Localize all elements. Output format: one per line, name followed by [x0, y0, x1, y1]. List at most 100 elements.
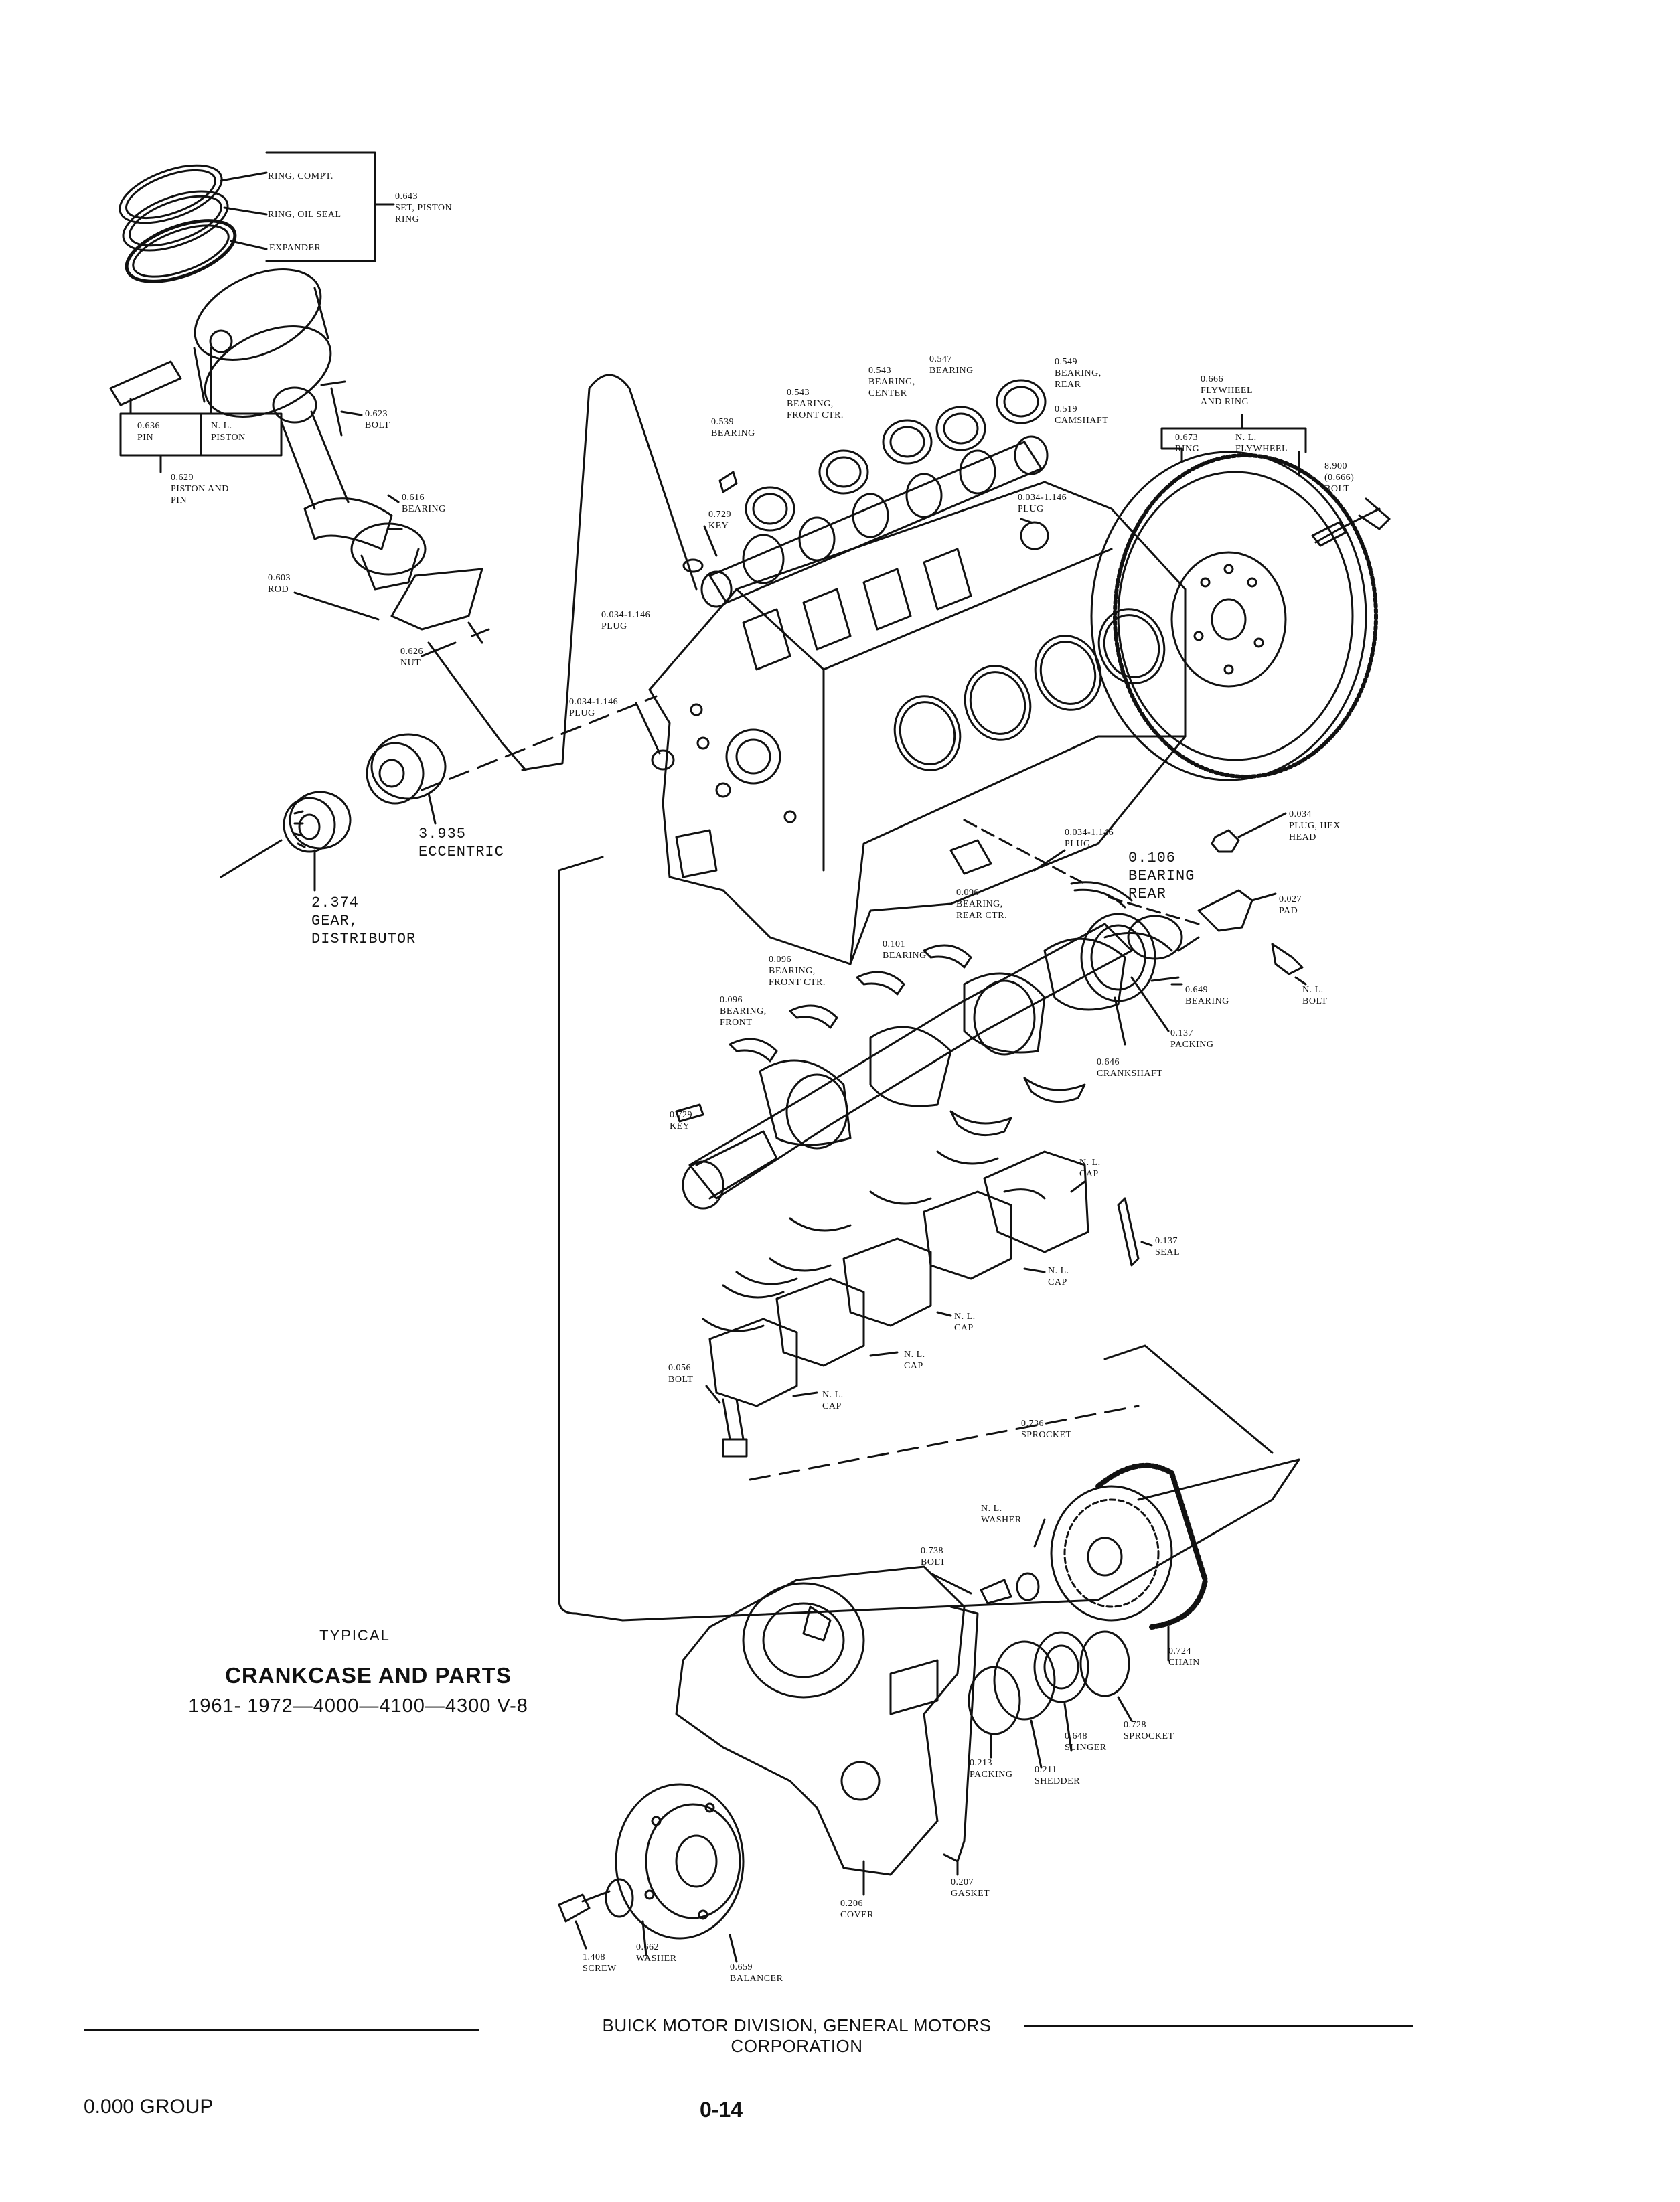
engine-block-drawing	[648, 481, 1187, 965]
crank-sprocket-drawing	[1079, 1630, 1130, 1697]
crank-leaders	[1114, 976, 1183, 1046]
pad-drawing	[1197, 889, 1307, 986]
gasket-drawing	[943, 1605, 979, 1863]
balancer-leaders	[575, 1920, 738, 1963]
crank-key-drawing	[675, 1103, 704, 1123]
timing-dash-line	[749, 1405, 1140, 1481]
washer-nl-drawing	[1016, 1572, 1040, 1601]
footer-rule-left	[84, 2029, 479, 2031]
label-pad-bolt: N. L.BOLT	[1302, 985, 1328, 1006]
lower-plug-drawing	[949, 839, 992, 875]
slinger-drawing	[1033, 1631, 1089, 1703]
label-ring-oil-seal: RING, OIL SEAL	[268, 210, 341, 220]
cam-bearings-drawing	[745, 379, 1047, 532]
label-cap-3: N. L.CAP	[954, 1312, 976, 1333]
typical-caption: TYPICAL	[319, 1627, 390, 1644]
front-plug-drawing	[651, 749, 675, 771]
alignment-line-distributor	[421, 695, 658, 791]
cam-key-drawing	[718, 471, 738, 493]
packing-drawing	[968, 1666, 1021, 1735]
main-bearings-upper-drawing	[729, 881, 1173, 1063]
guide-line-upper	[521, 374, 698, 771]
cap-bolt-drawing	[722, 1398, 748, 1458]
shedder-drawing	[993, 1640, 1056, 1721]
label-cap-4: N. L.CAP	[904, 1350, 925, 1371]
main-bearings-lower-drawing	[702, 1077, 1086, 1332]
alignment-line-rod	[427, 641, 527, 771]
label-ring-compt: RING, COMPT.	[268, 171, 333, 181]
label-washer-nl: N. L.WASHER	[981, 1504, 1022, 1525]
flywheel-bolt-drawing	[1311, 521, 1347, 547]
guide-line-lower	[621, 1344, 1300, 1622]
eccentric-drawing	[366, 733, 447, 805]
crankshaft-drawing	[682, 913, 1156, 1210]
footer-group: 0.000 GROUP	[84, 2096, 214, 2118]
cap-leaders	[792, 1180, 1153, 1397]
conrod-leaders	[293, 410, 457, 657]
balancer-screw-drawing	[558, 1890, 611, 1923]
plug-cap-drawing	[682, 558, 704, 573]
connecting-rod-drawing	[272, 380, 490, 644]
label-cap-2: N. L.CAP	[1048, 1266, 1069, 1287]
slinger-inner	[1043, 1644, 1079, 1690]
bushing-leader	[1177, 936, 1200, 952]
label-cap-5: N. L.CAP	[822, 1390, 844, 1411]
rear-seal-drawing	[1117, 1197, 1140, 1267]
distributor-gear-drawing	[283, 791, 352, 853]
footer-division: BUICK MOTOR DIVISION, GENERAL MOTORS COR…	[602, 2015, 992, 2056]
sprocket-bolt-drawing	[980, 1579, 1012, 1605]
timing-cover-drawing	[675, 1565, 966, 1876]
balancer-drawing	[615, 1783, 745, 1940]
flywheel-bracket-lines	[1160, 414, 1391, 544]
camshaft-drawing	[700, 435, 1049, 608]
label-flywheel: N. L.FLYWHEEL	[1235, 432, 1288, 454]
piston-drawing	[193, 268, 332, 418]
page-subtitle: 1961- 1972—4000—4100—4300 V-8	[188, 1695, 528, 1717]
piston-rings-drawing	[119, 164, 237, 283]
label-flywheel-bolt: 8.900(0.666)BOLT	[1324, 461, 1355, 494]
timing-leaders	[929, 1518, 1170, 1769]
flywheel-drawing	[1090, 451, 1378, 781]
